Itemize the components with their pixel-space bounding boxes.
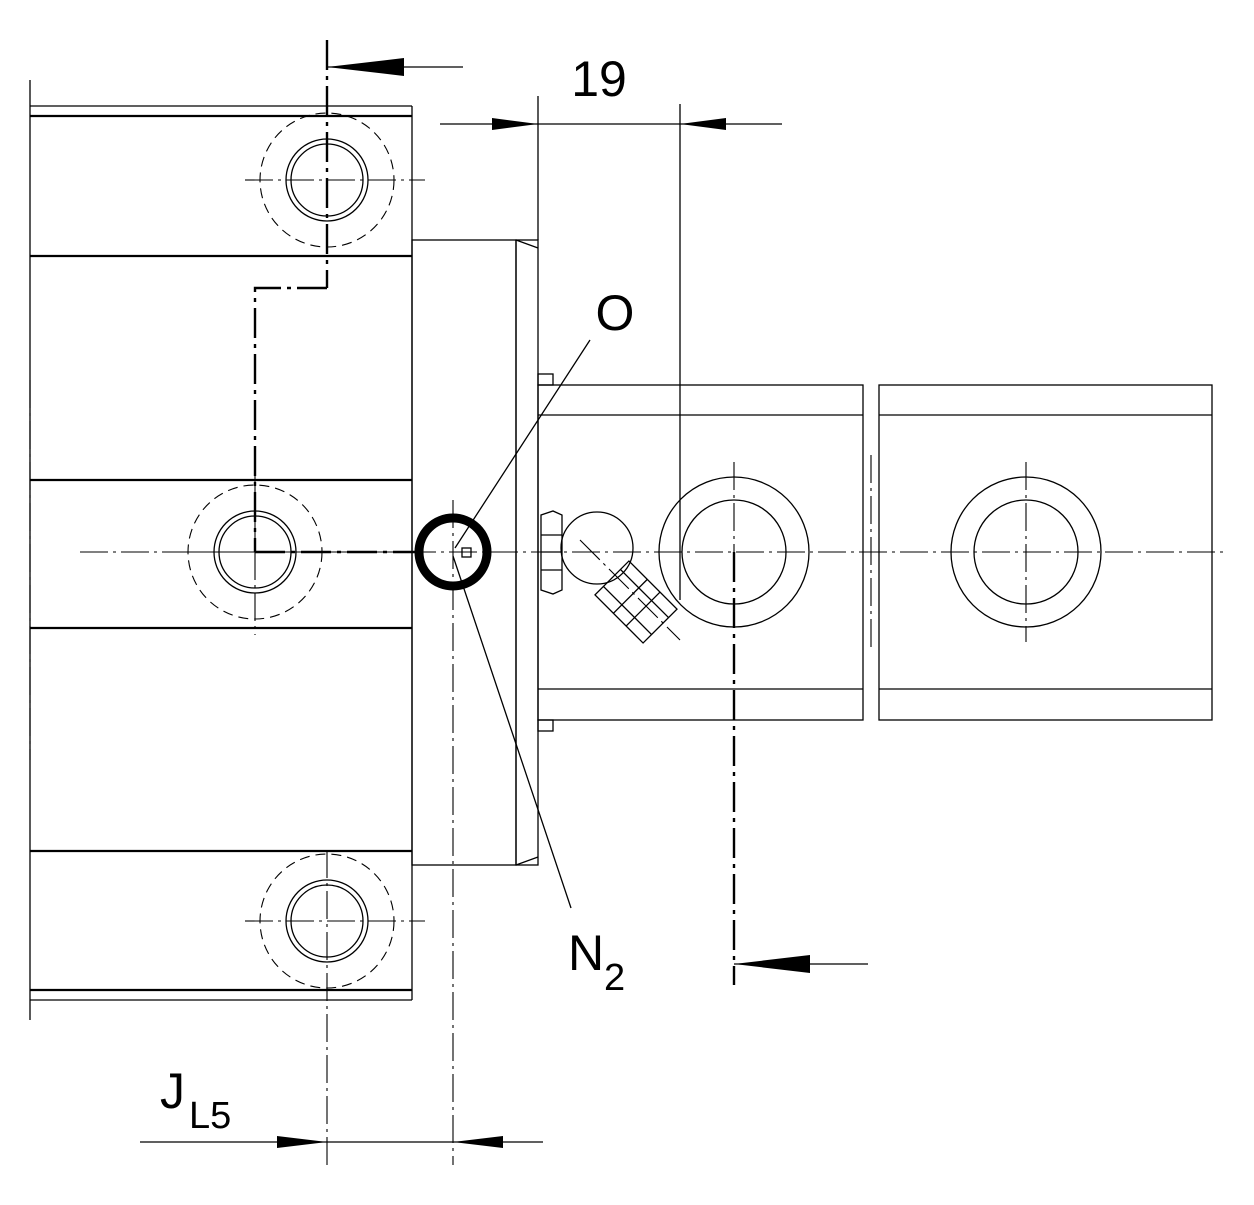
dimension-19	[440, 96, 782, 600]
dimension-jl5	[140, 1136, 543, 1148]
grease-nipple	[540, 510, 681, 644]
section-arrow-bottom	[734, 955, 868, 973]
leader-line-o	[454, 339, 591, 549]
point-o-label: O	[596, 285, 635, 341]
point-n-subscript: 2	[604, 957, 625, 999]
point-n-label: N	[568, 925, 604, 981]
leader-line-n2	[452, 555, 572, 909]
left-housing	[29, 80, 413, 1020]
center-lines	[29, 40, 1228, 1165]
section-arrow-top	[327, 58, 463, 76]
dimension-19-label: 19	[571, 51, 627, 107]
dimension-j-label: J	[160, 1063, 185, 1119]
dimension-j-subscript: L5	[189, 1095, 231, 1137]
